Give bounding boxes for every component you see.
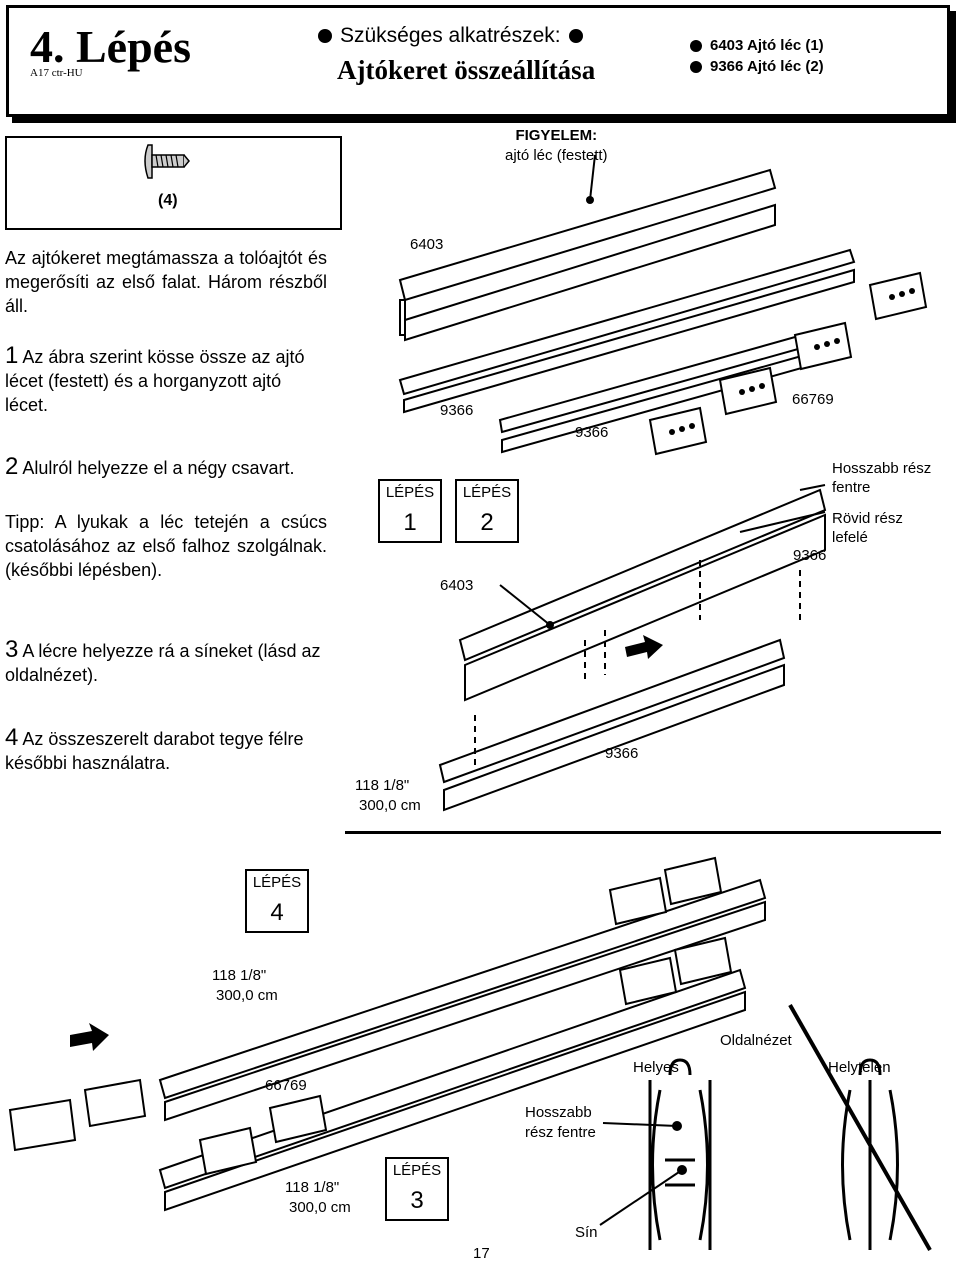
- length-label: 118 1/8" 300,0 cm: [355, 776, 421, 816]
- step-badge: LÉPÉS 2: [455, 479, 519, 543]
- step-badge-word: LÉPÉS: [385, 484, 435, 501]
- length-inches: 118 1/8": [212, 967, 267, 984]
- step-badge-word: LÉPÉS: [462, 484, 512, 501]
- bullet-icon: [690, 60, 702, 73]
- rail-label: Sín: [575, 1224, 598, 1241]
- length-cm: 300,0 cm: [289, 1199, 351, 1216]
- step-number: 3: [5, 636, 19, 663]
- step-badge: LÉPÉS 4: [245, 869, 309, 933]
- part-text: 6403 Ajtó léc (1): [710, 37, 824, 54]
- part-label-66769: 66769: [265, 1077, 307, 1094]
- part-item: 9366 Ajtó léc (2): [690, 58, 824, 75]
- tip-paragraph: Tipp: A lyukak a léc tetején a csúcs csa…: [5, 510, 327, 582]
- step-number: 4: [5, 724, 19, 751]
- callout-longer-up: Hosszabb rész fentre: [832, 460, 932, 496]
- screw-quantity: (4): [158, 192, 178, 209]
- bullet-icon: [318, 29, 332, 43]
- length-inches: 118 1/8": [285, 1179, 340, 1196]
- incorrect-label: Helytelen: [828, 1059, 891, 1076]
- part-label-9366: 9366: [605, 745, 639, 762]
- parts-label: Szükséges alkatrészek:: [340, 24, 561, 47]
- tip-text: A lyukak a léc tetején a csúcs csatolásá…: [5, 512, 328, 580]
- part-label-66769: 66769: [792, 391, 834, 408]
- length-label: 118 1/8" 300,0 cm: [285, 1178, 351, 1218]
- step-3-instruction: 3 A lécre helyezze rá a síneket (lásd az…: [5, 638, 327, 687]
- page-number: 17: [473, 1245, 490, 1262]
- step-number: 2: [5, 453, 19, 480]
- parts-label-row: Szükséges alkatrészek:: [318, 24, 583, 48]
- part-text: 9366 Ajtó léc (2): [710, 58, 824, 75]
- step-text: Az összeszerelt darabot tegye félre késő…: [5, 729, 304, 773]
- step-badge: LÉPÉS 1: [378, 479, 442, 543]
- part-label-6403: 6403: [410, 236, 444, 253]
- step-1-instruction: 1 Az ábra szerint kösse össze az ajtó lé…: [5, 344, 327, 417]
- length-label: 118 1/8" 300,0 cm: [212, 966, 278, 1006]
- step-badge-number: 2: [480, 509, 494, 536]
- header-box: [6, 5, 950, 117]
- length-cm: 300,0 cm: [216, 987, 278, 1004]
- length-cm: 300,0 cm: [359, 797, 421, 814]
- step-text: Az ábra szerint kösse össze az ajtó léce…: [5, 347, 305, 415]
- assembly-diagram-top: [398, 154, 928, 812]
- part-label-9366: 9366: [575, 424, 609, 441]
- step-badge-word: LÉPÉS: [392, 1162, 442, 1179]
- part-label-9366: 9366: [793, 547, 827, 564]
- doc-code: A17 ctr-HU: [30, 67, 83, 79]
- step-2-instruction: 2 Alulról helyezze el a négy csavart.: [5, 455, 335, 480]
- tip-label: Tipp:: [5, 512, 45, 532]
- warning-label-group: FIGYELEM: ajtó léc (festett): [505, 126, 608, 166]
- step-text: Alulról helyezze el a négy csavart.: [22, 458, 295, 478]
- part-label-6403: 6403: [440, 577, 474, 594]
- step-badge-number: 1: [403, 509, 417, 536]
- step-badge: LÉPÉS 3: [385, 1157, 449, 1221]
- part-item: 6403 Ajtó léc (1): [690, 37, 824, 54]
- step-badge-number: 3: [410, 1187, 424, 1214]
- intro-text: Az ajtókeret megtámassza a tolóajtót és …: [5, 248, 327, 316]
- screw-icon: [144, 144, 190, 179]
- step-4-instruction: 4 Az összeszerelt darabot tegye félre ké…: [5, 726, 327, 775]
- step-badge-word: LÉPÉS: [252, 874, 302, 891]
- callout-longer-up: Hosszabb rész fentre: [525, 1104, 596, 1141]
- correct-label: Helyes: [633, 1059, 679, 1076]
- step-number: 1: [5, 342, 19, 369]
- part-label-9366: 9366: [440, 402, 474, 419]
- warning-sublabel: ajtó léc (festett): [505, 147, 608, 164]
- bullet-icon: [690, 39, 702, 52]
- assembly-diagram-bottom: [8, 856, 932, 1251]
- callout-shorter-down: Rövid rész lefelé: [832, 510, 903, 546]
- step-badge-number: 4: [270, 899, 284, 926]
- step-text: A lécre helyezze rá a síneket (lásd az o…: [5, 641, 321, 685]
- bullet-icon: [568, 29, 583, 43]
- step-title: 4. Lépés: [30, 21, 191, 72]
- length-inches: 118 1/8": [355, 777, 410, 794]
- warning-label: FIGYELEM:: [515, 127, 598, 144]
- section-divider: [345, 831, 941, 834]
- section-title: Ajtókeret összeállítása: [337, 55, 596, 85]
- hardware-box: [5, 136, 342, 230]
- side-view-label: Oldalnézet: [720, 1032, 792, 1049]
